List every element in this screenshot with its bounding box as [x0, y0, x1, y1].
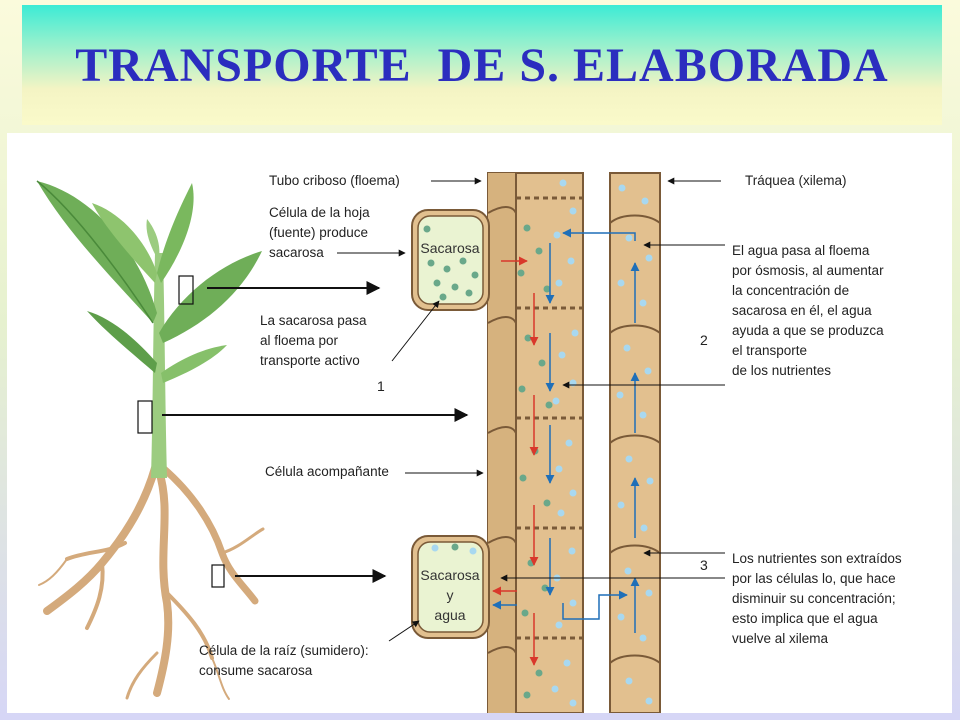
label-sacarosa-pasa: La sacarosa pasa al floema por transport…	[260, 300, 440, 394]
svg-text:al floema por: al floema por	[260, 333, 339, 348]
root-cell-label-1: Sacarosa	[420, 567, 479, 583]
step-number-1: 1	[377, 378, 385, 394]
step-number-2: 2	[700, 332, 708, 348]
leaf-cell-label: Sacarosa	[420, 240, 479, 256]
label-celula-hoja: Célula de la hoja (fuente) produce sacar…	[269, 205, 406, 260]
svg-text:Los nutrientes son extraídos: Los nutrientes son extraídos	[732, 551, 902, 566]
missing-glyph-icon	[178, 275, 194, 305]
plant-pointer-stem	[137, 400, 469, 434]
diagram-svg: Sacarosa Sacarosa y agua Tubo criboso (f…	[36, 172, 902, 713]
label-agua-pasa: 2 El agua pasa al floema por ósmosis, al…	[562, 241, 884, 389]
label-celula-raiz: Célula de la raíz (sumidero): consume sa…	[199, 620, 420, 678]
label-traquea: Tráquea (xilema)	[667, 173, 847, 188]
svg-text:de los nutrientes: de los nutrientes	[732, 363, 831, 378]
label-tubo-criboso: Tubo criboso (floema)	[269, 173, 482, 188]
root-cell-label-2: y	[447, 587, 454, 603]
svg-text:sacarosa: sacarosa	[269, 245, 324, 260]
svg-text:Célula acompañante: Célula acompañante	[265, 464, 389, 479]
svg-text:(fuente) produce: (fuente) produce	[269, 225, 368, 240]
svg-text:La sacarosa pasa: La sacarosa pasa	[260, 313, 367, 328]
svg-text:Tubo criboso (floema): Tubo criboso (floema)	[269, 173, 400, 188]
page-title: TRANSPORTE DE S. ELABORADA	[75, 38, 889, 92]
missing-glyph-icon	[137, 400, 153, 434]
phloem-tube	[487, 172, 584, 713]
svg-text:vuelve al xilema: vuelve al xilema	[732, 631, 829, 646]
svg-text:la concentración de: la concentración de	[732, 283, 849, 298]
svg-text:ayuda a que se produzca: ayuda a que se produzca	[732, 323, 884, 338]
svg-text:Célula de la raíz (sumidero):: Célula de la raíz (sumidero):	[199, 643, 369, 658]
svg-text:Célula de la hoja: Célula de la hoja	[269, 205, 370, 220]
leaf-source-cell: Sacarosa	[411, 209, 490, 311]
svg-text:sacarosa en él, el agua: sacarosa en él, el agua	[732, 303, 872, 318]
root-sink-cell: Sacarosa y agua	[411, 535, 517, 639]
svg-text:disminuir su concentración;: disminuir su concentración;	[732, 591, 896, 606]
label-celula-acompanante: Célula acompañante	[265, 464, 484, 479]
svg-text:transporte activo: transporte activo	[260, 353, 360, 368]
xylem-tube	[562, 172, 661, 713]
plant-illustration	[36, 180, 265, 700]
diagram-panel: Sacarosa Sacarosa y agua Tubo criboso (f…	[7, 133, 952, 713]
svg-text:esto implica que el agua: esto implica que el agua	[732, 611, 878, 626]
svg-text:el transporte: el transporte	[732, 343, 807, 358]
svg-text:por las células lo, que hace: por las células lo, que hace	[732, 571, 896, 586]
svg-text:por ósmosis, al aumentar: por ósmosis, al aumentar	[732, 263, 884, 278]
plant-pointer-root	[211, 564, 387, 588]
svg-text:consume sacarosa: consume sacarosa	[199, 663, 313, 678]
root-cell-label-3: agua	[434, 607, 465, 623]
svg-text:Tráquea (xilema): Tráquea (xilema)	[745, 173, 847, 188]
step-number-3: 3	[700, 557, 708, 573]
title-banner: TRANSPORTE DE S. ELABORADA	[22, 5, 942, 125]
missing-glyph-icon	[211, 564, 225, 588]
svg-text:El agua pasa al floema: El agua pasa al floema	[732, 243, 870, 258]
plant-pointer-leaf	[178, 275, 381, 305]
label-nutrientes-extraidos: 3 Los nutrientes son extraídos por las c…	[500, 549, 902, 646]
